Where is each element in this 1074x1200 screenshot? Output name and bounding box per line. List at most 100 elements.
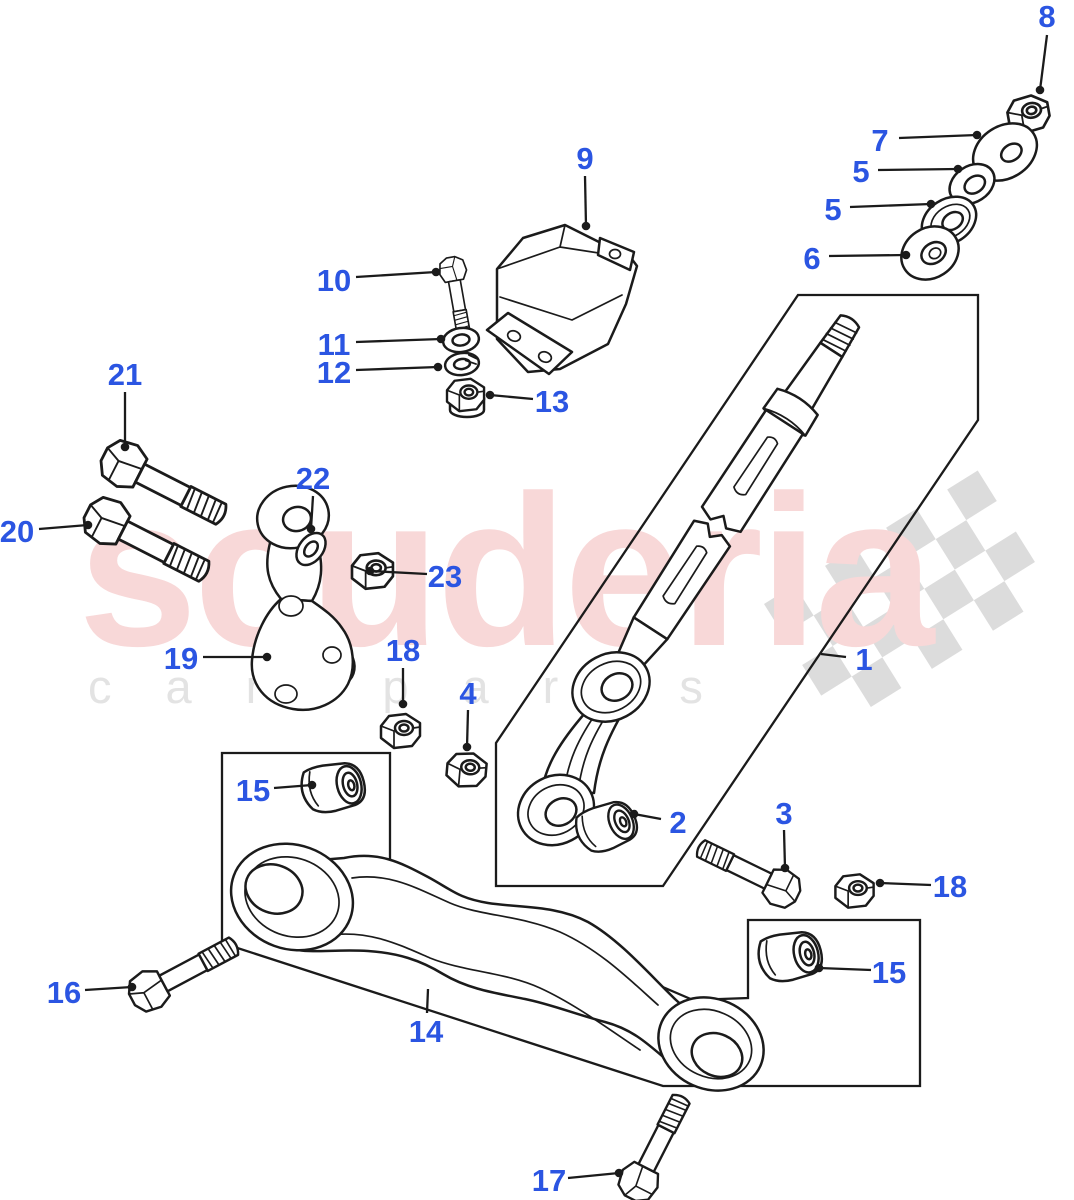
checkered-flag-watermark bbox=[764, 470, 1035, 708]
callout-boxes bbox=[220, 293, 980, 1088]
leader-line bbox=[84, 985, 133, 992]
callout-16-bolt: 16 bbox=[47, 975, 137, 1010]
callout-5-bush: 5 bbox=[824, 192, 936, 227]
callout-20-bolt: 20 bbox=[0, 514, 93, 549]
part-washer-11 bbox=[440, 324, 482, 356]
leader-dot bbox=[953, 164, 963, 174]
leader-line bbox=[849, 202, 932, 209]
part-number-label[interactable]: 17 bbox=[532, 1163, 566, 1198]
leader-line bbox=[1038, 34, 1049, 91]
part-number-label[interactable]: 19 bbox=[164, 641, 198, 676]
part-number-label[interactable]: 16 bbox=[47, 975, 81, 1010]
callout-18-nut: 18 bbox=[875, 869, 967, 904]
callout-23-nut: 23 bbox=[365, 559, 462, 594]
part-number-label[interactable]: 10 bbox=[317, 263, 351, 298]
part-number-label[interactable]: 9 bbox=[576, 141, 593, 176]
leader-line bbox=[273, 783, 313, 790]
part-bush-5a bbox=[948, 162, 996, 206]
leader-line bbox=[818, 966, 872, 972]
part-bushing-15b bbox=[753, 924, 828, 988]
part-track-rod-14 bbox=[229, 842, 765, 1092]
leader-line bbox=[355, 337, 442, 344]
brand-watermark: scuderia bbox=[78, 450, 936, 691]
part-number-label[interactable]: 3 bbox=[775, 796, 792, 831]
leader-line bbox=[567, 1171, 620, 1180]
leader-line bbox=[828, 253, 907, 258]
leader-line bbox=[820, 652, 847, 659]
callout-10-bolt: 10 bbox=[317, 263, 441, 298]
leader-dot bbox=[436, 334, 446, 344]
leader-line bbox=[782, 829, 787, 869]
leader-dot bbox=[614, 1168, 624, 1178]
leader-line bbox=[309, 495, 315, 530]
leader-line bbox=[38, 523, 89, 531]
part-bushing-15a bbox=[296, 755, 371, 819]
callout-15-bushing: 15 bbox=[236, 773, 317, 808]
group-box-track-rod bbox=[220, 751, 922, 1088]
callout-3-bolt: 3 bbox=[775, 796, 793, 873]
leader-dot bbox=[433, 362, 443, 372]
part-number-label[interactable]: 6 bbox=[803, 241, 820, 276]
part-number-label[interactable]: 13 bbox=[535, 384, 569, 419]
part-bolt-16 bbox=[121, 925, 247, 1019]
part-number-label[interactable]: 11 bbox=[318, 327, 351, 362]
part-number-label[interactable]: 14 bbox=[409, 1014, 444, 1049]
part-number-label[interactable]: 15 bbox=[236, 773, 270, 808]
leader-dot bbox=[581, 221, 591, 231]
part-number-label[interactable]: 5 bbox=[852, 154, 869, 189]
part-nut-18a bbox=[379, 712, 422, 750]
leader-dot bbox=[120, 442, 130, 452]
part-number-label[interactable]: 4 bbox=[459, 676, 477, 711]
part-number-label[interactable]: 20 bbox=[0, 514, 34, 549]
callout-4-nut: 4 bbox=[459, 676, 477, 752]
part-number-label[interactable]: 15 bbox=[872, 955, 906, 990]
leader-dot bbox=[307, 780, 317, 790]
leader-line bbox=[633, 812, 662, 821]
leader-dot bbox=[83, 520, 93, 530]
part-number-label[interactable]: 5 bbox=[824, 192, 841, 227]
callout-17-bolt: 17 bbox=[532, 1163, 624, 1198]
callout-21-bolt: 21 bbox=[108, 357, 142, 452]
leader-dot bbox=[431, 267, 441, 277]
part-bolt-3 bbox=[688, 829, 808, 915]
leader-dot bbox=[365, 566, 375, 576]
callout-12-spring-washer: 12 bbox=[317, 355, 443, 390]
part-number-label[interactable]: 7 bbox=[871, 123, 888, 158]
leader-dot bbox=[814, 963, 824, 973]
part-number-label[interactable]: 23 bbox=[428, 559, 462, 594]
callout-18-nut: 18 bbox=[386, 633, 420, 709]
callout-2-bushing: 2 bbox=[629, 805, 687, 840]
leader-dot bbox=[306, 524, 316, 534]
part-nut-18b bbox=[834, 873, 875, 909]
part-number-label[interactable]: 1 bbox=[855, 642, 872, 677]
part-number-label[interactable]: 2 bbox=[669, 805, 686, 840]
group-box-link-assembly bbox=[494, 293, 980, 888]
part-number-label[interactable]: 21 bbox=[108, 357, 142, 392]
callout-13-nut: 13 bbox=[485, 384, 569, 419]
leader-dot bbox=[1035, 85, 1045, 95]
leader-dot bbox=[972, 130, 982, 140]
part-nut-4 bbox=[444, 750, 489, 790]
callout-11-washer: 11 bbox=[318, 327, 446, 362]
callout-5-bush: 5 bbox=[852, 154, 963, 189]
callout-14-track-rod: 14 bbox=[409, 988, 444, 1049]
leader-line bbox=[489, 393, 534, 401]
part-number-label[interactable]: 22 bbox=[296, 461, 330, 496]
callout-8-nut: 8 bbox=[1035, 0, 1056, 95]
part-number-label[interactable]: 18 bbox=[933, 869, 967, 904]
leader-dot bbox=[485, 390, 495, 400]
part-mounting-rubber-9 bbox=[485, 223, 639, 376]
watermark-layer: scuderia car parts bbox=[78, 450, 1035, 713]
leader-dot bbox=[262, 652, 272, 662]
callout-9-mounting-rubber: 9 bbox=[576, 141, 594, 231]
leader-line bbox=[425, 988, 430, 1014]
part-number-label[interactable]: 8 bbox=[1038, 0, 1055, 34]
part-number-label[interactable]: 12 bbox=[317, 355, 351, 390]
part-number-label[interactable]: 18 bbox=[386, 633, 420, 668]
leader-line bbox=[877, 167, 959, 172]
leader-dot bbox=[780, 863, 790, 873]
leader-dot bbox=[398, 699, 408, 709]
